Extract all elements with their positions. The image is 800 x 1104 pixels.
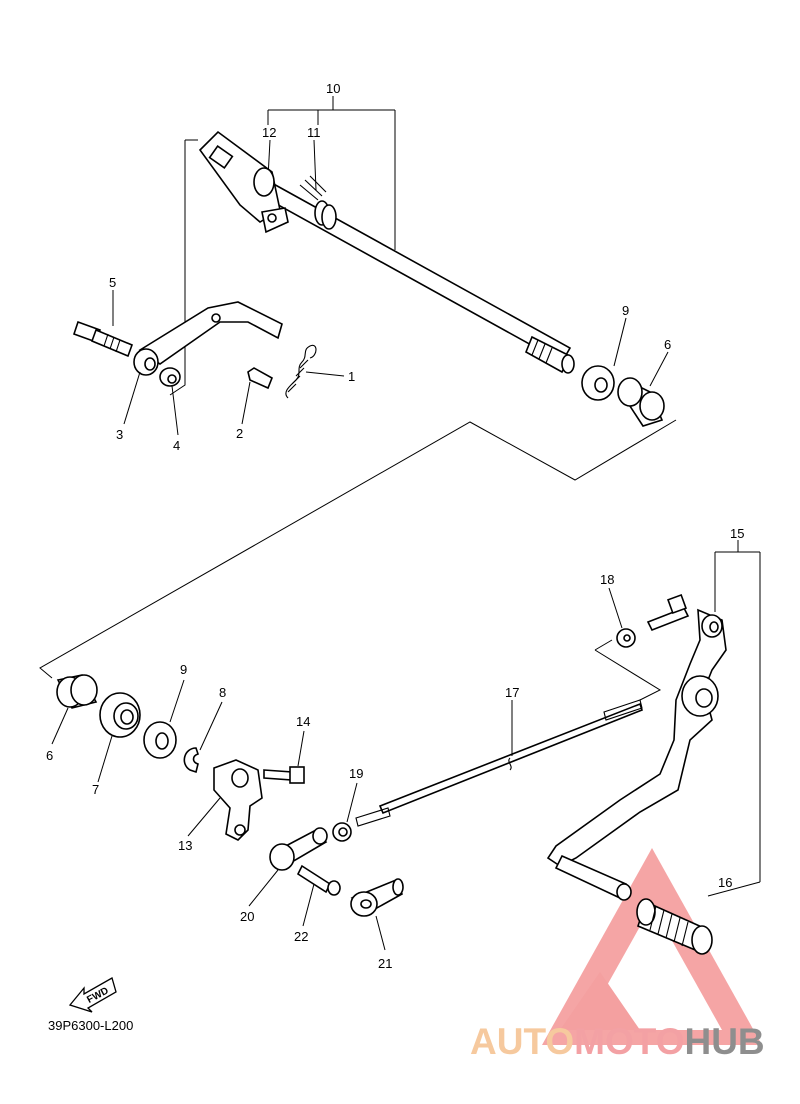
- fwd-arrow-icon: FWD: [68, 977, 117, 1013]
- callout-10: 10: [326, 81, 340, 96]
- shift-rod-17: [355, 699, 643, 827]
- pedal-rubber-16: [636, 898, 713, 955]
- shift-pedal: [546, 608, 727, 901]
- watermark-logo: [542, 848, 762, 1045]
- nut-19: [332, 822, 352, 842]
- watermark-text: AUTOMOTOHUB: [470, 1021, 765, 1062]
- assembly-boundary-lines: [39, 139, 677, 701]
- callout-20: 20: [240, 909, 254, 924]
- callout-3: 3: [116, 427, 123, 442]
- callout-18: 18: [600, 572, 614, 587]
- bolt-2: [247, 367, 274, 390]
- collar-4: [159, 367, 181, 387]
- callout-8: 8: [219, 685, 226, 700]
- bushing-6-top: [617, 377, 665, 427]
- callout-5: 5: [109, 275, 116, 290]
- bottom-leader-lines: [51, 587, 623, 951]
- pedal-bolt: [646, 594, 690, 632]
- callout-22: 22: [294, 929, 308, 944]
- bolt-22: [296, 864, 341, 896]
- shift-shaft: [260, 180, 575, 374]
- callout-numbers: 10 12 11 5 9 6 1 3 4 2 15 18 17 9 8 14 1…: [46, 81, 744, 971]
- washer-9-bottom: [143, 721, 177, 759]
- callout-14: 14: [296, 714, 310, 729]
- rod-end-21: [350, 878, 404, 917]
- shift-lever-13: [213, 759, 263, 841]
- callout-15: 15: [730, 526, 744, 541]
- shift-arm: [198, 130, 289, 234]
- washer-9-top: [581, 365, 615, 401]
- bolt-5: [72, 320, 134, 358]
- callout-9-bottom: 9: [180, 662, 187, 677]
- callout-7: 7: [92, 782, 99, 797]
- callout-13: 13: [178, 838, 192, 853]
- callout-9-top: 9: [622, 303, 629, 318]
- shift-lever: [133, 301, 283, 376]
- callout-11: 11: [307, 125, 321, 140]
- callout-12: 12: [262, 125, 276, 140]
- callout-16: 16: [718, 875, 732, 890]
- callout-6-bottom: 6: [46, 748, 53, 763]
- top-leader-lines: [112, 290, 669, 436]
- spring-1: [285, 344, 317, 399]
- callout-2: 2: [236, 426, 243, 441]
- diagram-code: 39P6300-L200: [48, 1018, 133, 1033]
- callout-1: 1: [348, 369, 355, 384]
- watermark-auto: AUTOMOTOHUB: [470, 1021, 765, 1062]
- callout-bracket-15: [707, 540, 761, 897]
- circlip-8: [183, 747, 200, 774]
- callout-19: 19: [349, 766, 363, 781]
- rod-end-20: [269, 827, 328, 871]
- callout-6-top: 6: [664, 337, 671, 352]
- callout-21: 21: [378, 956, 392, 971]
- callout-17: 17: [505, 685, 519, 700]
- spring-11: [299, 175, 327, 201]
- bolt-14: [263, 766, 305, 784]
- bearing-7: [99, 692, 141, 738]
- callout-4: 4: [173, 438, 180, 453]
- collar-18: [616, 628, 636, 648]
- bushing-6-bottom: [56, 674, 98, 709]
